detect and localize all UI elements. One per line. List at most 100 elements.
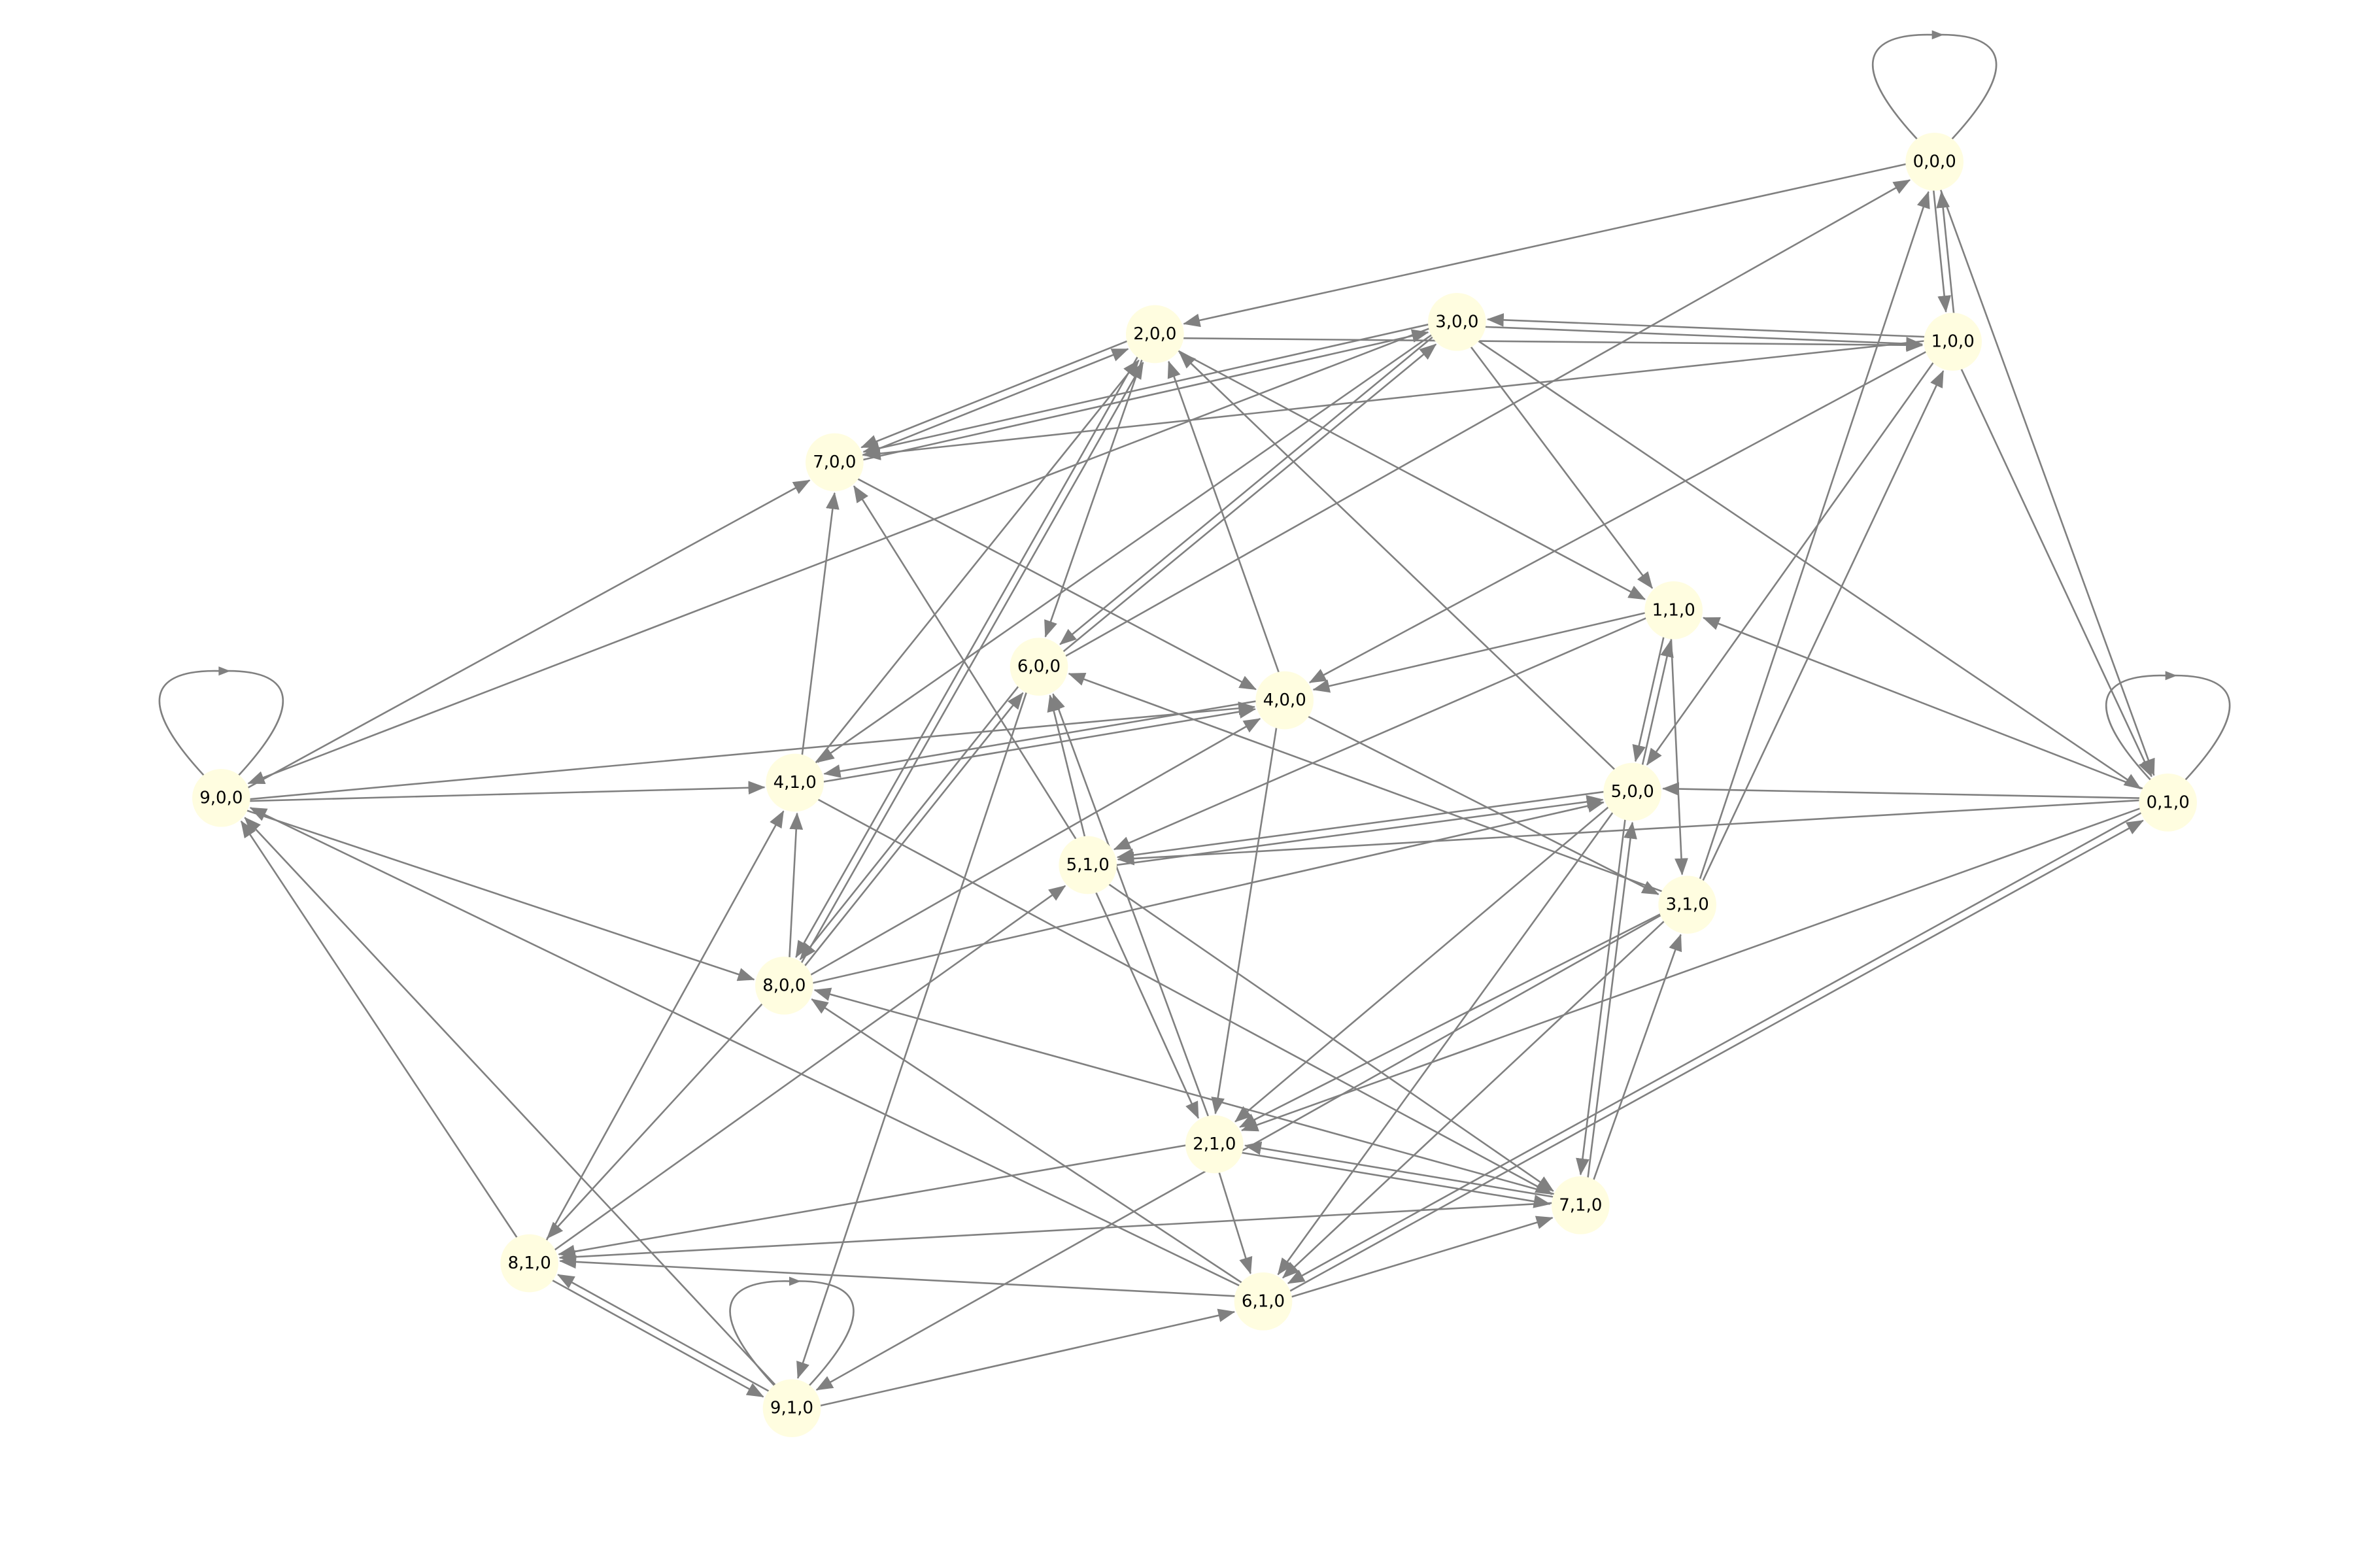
edge-6-0-0-to-3-0-0: [1061, 343, 1437, 654]
edge-3-0-0-to-4-1-0: [817, 333, 1434, 763]
edge-6-1-0-to-8-0-0: [811, 998, 1244, 1285]
edge-5-1-0-to-2-1-0: [1094, 890, 1199, 1119]
edge-1-1-0-to-3-1-0: [1670, 636, 1688, 876]
edge-2-1-0-to-6-1-0: [1217, 1170, 1253, 1274]
self-loop-9-0-0: [158, 670, 284, 779]
self-loop-arrow-9-0-0: [218, 666, 231, 676]
node-circle-2-1-0: [1185, 1115, 1244, 1174]
node-8-1-0: 8,1,0: [500, 1234, 559, 1293]
edge-6-0-0-to-0-0-0: [1062, 179, 1911, 658]
edge-7-0-0-to-2-0-0: [860, 348, 1129, 457]
node-label-8-1-0: 8,1,0: [508, 1253, 551, 1273]
node-circle-1-0-0: [1924, 313, 1982, 371]
edge-2-0-0-to-1-0-0: [1181, 337, 1924, 352]
edge-8-1-0-to-5-1-0: [552, 885, 1066, 1252]
node-circle-9-1-0: [762, 1379, 821, 1438]
node-label-7-0-0: 7,0,0: [813, 452, 856, 472]
edge-4-1-0-to-7-0-0: [801, 492, 840, 758]
edge-2-1-0-to-6-0-0: [1052, 693, 1210, 1119]
node-5-1-0: 5,1,0: [1059, 836, 1117, 894]
node-circle-6-1-0: [1234, 1272, 1293, 1331]
edge-3-0-0-to-1-0-0: [1482, 326, 1924, 351]
node-circle-4-0-0: [1255, 671, 1314, 730]
edge-7-1-0-to-5-0-0: [1586, 821, 1637, 1180]
edge-1-1-0-to-4-0-0: [1312, 611, 1648, 693]
edge-0-1-0-to-1-1-0: [1702, 617, 2146, 791]
node-label-0-1-0: 0,1,0: [2147, 792, 2190, 812]
node-2-0-0: 2,0,0: [1126, 305, 1184, 364]
edge-3-0-0-to-7-0-0: [862, 323, 1431, 455]
edge-3-1-0-to-6-1-0: [1282, 919, 1667, 1279]
edge-9-1-0-to-6-1-0: [817, 1308, 1236, 1407]
node-circle-6-0-0: [1010, 638, 1068, 696]
edge-8-1-0-to-9-1-0: [550, 1278, 764, 1398]
node-3-0-0: 3,0,0: [1428, 293, 1486, 351]
node-label-4-0-0: 4,0,0: [1263, 690, 1306, 710]
edge-3-1-0-to-0-0-0: [1698, 191, 1930, 882]
edge-5-1-0-to-7-1-0: [1106, 882, 1554, 1192]
node-label-9-1-0: 9,1,0: [770, 1399, 813, 1418]
self-loop-arrow-0-1-0: [2165, 671, 2177, 681]
node-3-1-0: 3,1,0: [1658, 876, 1717, 934]
self-loop-0-1-0: [2105, 674, 2231, 783]
node-4-1-0: 4,1,0: [766, 753, 824, 812]
self-loop-9-1-0: [729, 1280, 855, 1389]
edge-0-1-0-to-2-1-0: [1240, 807, 2143, 1132]
edge-9-0-0-to-4-1-0: [247, 781, 766, 802]
edge-3-0-0-to-6-0-0: [1059, 335, 1435, 645]
node-label-6-0-0: 6,0,0: [1017, 657, 1061, 677]
edge-1-0-0-to-7-0-0: [863, 339, 1927, 460]
edge-1-0-0-to-4-0-0: [1308, 350, 1929, 683]
edge-0-0-0-to-2-0-0: [1183, 162, 1909, 328]
edge-1-0-0-to-3-0-0: [1486, 313, 1928, 338]
node-circle-9-0-0: [192, 769, 250, 827]
edge-6-1-0-to-9-0-0: [249, 807, 1242, 1287]
node-0-1-0: 0,1,0: [2139, 774, 2198, 832]
edge-8-0-0-to-8-1-0: [546, 1001, 765, 1239]
node-label-3-0-0: 3,0,0: [1435, 312, 1478, 332]
node-circle-2-0-0: [1126, 305, 1184, 364]
self-loop-0-0-0: [1871, 33, 1998, 143]
node-circle-1-1-0: [1644, 581, 1703, 639]
node-circle-5-0-0: [1603, 762, 1662, 821]
edge-2-0-0-to-7-0-0: [860, 339, 1130, 449]
node-circle-7-1-0: [1552, 1176, 1610, 1234]
edge-1-0-0-to-0-1-0: [1960, 366, 2152, 777]
edge-7-1-0-to-2-1-0: [1244, 1141, 1556, 1199]
node-circle-7-0-0: [806, 433, 864, 492]
node-label-8-0-0: 8,0,0: [762, 976, 806, 995]
self-loop-arrow-9-1-0: [789, 1276, 801, 1286]
node-label-7-1-0: 7,1,0: [1559, 1195, 1602, 1215]
node-circle-0-0-0: [1905, 133, 1964, 191]
edge-5-1-0-to-6-0-0: [1047, 694, 1087, 840]
edge-1-0-0-to-0-0-0: [1936, 190, 1955, 316]
node-label-5-0-0: 5,0,0: [1611, 782, 1654, 802]
node-2-1-0: 2,1,0: [1185, 1115, 1244, 1174]
edge-4-0-0-to-3-1-0: [1306, 715, 1659, 895]
edge-2-1-0-to-8-1-0: [558, 1144, 1189, 1259]
edge-5-0-0-to-6-1-0: [1277, 810, 1615, 1276]
node-8-0-0: 8,0,0: [755, 957, 813, 1015]
node-circle-8-1-0: [500, 1234, 559, 1293]
edge-5-0-0-to-2-0-0: [1179, 352, 1617, 772]
node-1-0-0: 1,0,0: [1924, 313, 1982, 371]
edge-5-1-0-to-5-0-0: [1114, 794, 1604, 866]
edge-3-1-0-to-6-0-0: [1068, 672, 1665, 893]
edge-4-1-0-to-7-1-0: [815, 797, 1553, 1195]
edge-8-1-0-to-9-0-0: [240, 820, 519, 1240]
edge-5-0-0-to-1-1-0: [1640, 639, 1674, 768]
node-circle-0-1-0: [2139, 774, 2198, 832]
edge-9-1-0-to-8-1-0: [557, 1274, 772, 1393]
node-4-0-0: 4,0,0: [1255, 671, 1314, 730]
edge-3-0-0-to-1-1-0: [1469, 344, 1654, 589]
edge-7-0-0-to-3-0-0: [860, 329, 1429, 462]
edge-3-1-0-to-1-0-0: [1701, 370, 1945, 883]
node-0-0-0: 0,0,0: [1905, 133, 1964, 191]
node-label-1-0-0: 1,0,0: [1931, 332, 1975, 352]
node-5-0-0: 5,0,0: [1603, 762, 1662, 821]
node-circle-8-0-0: [755, 957, 813, 1015]
edge-7-0-0-to-4-0-0: [855, 477, 1257, 690]
edge-8-0-0-to-4-0-0: [808, 717, 1261, 977]
edge-8-1-0-to-4-1-0: [544, 810, 785, 1243]
